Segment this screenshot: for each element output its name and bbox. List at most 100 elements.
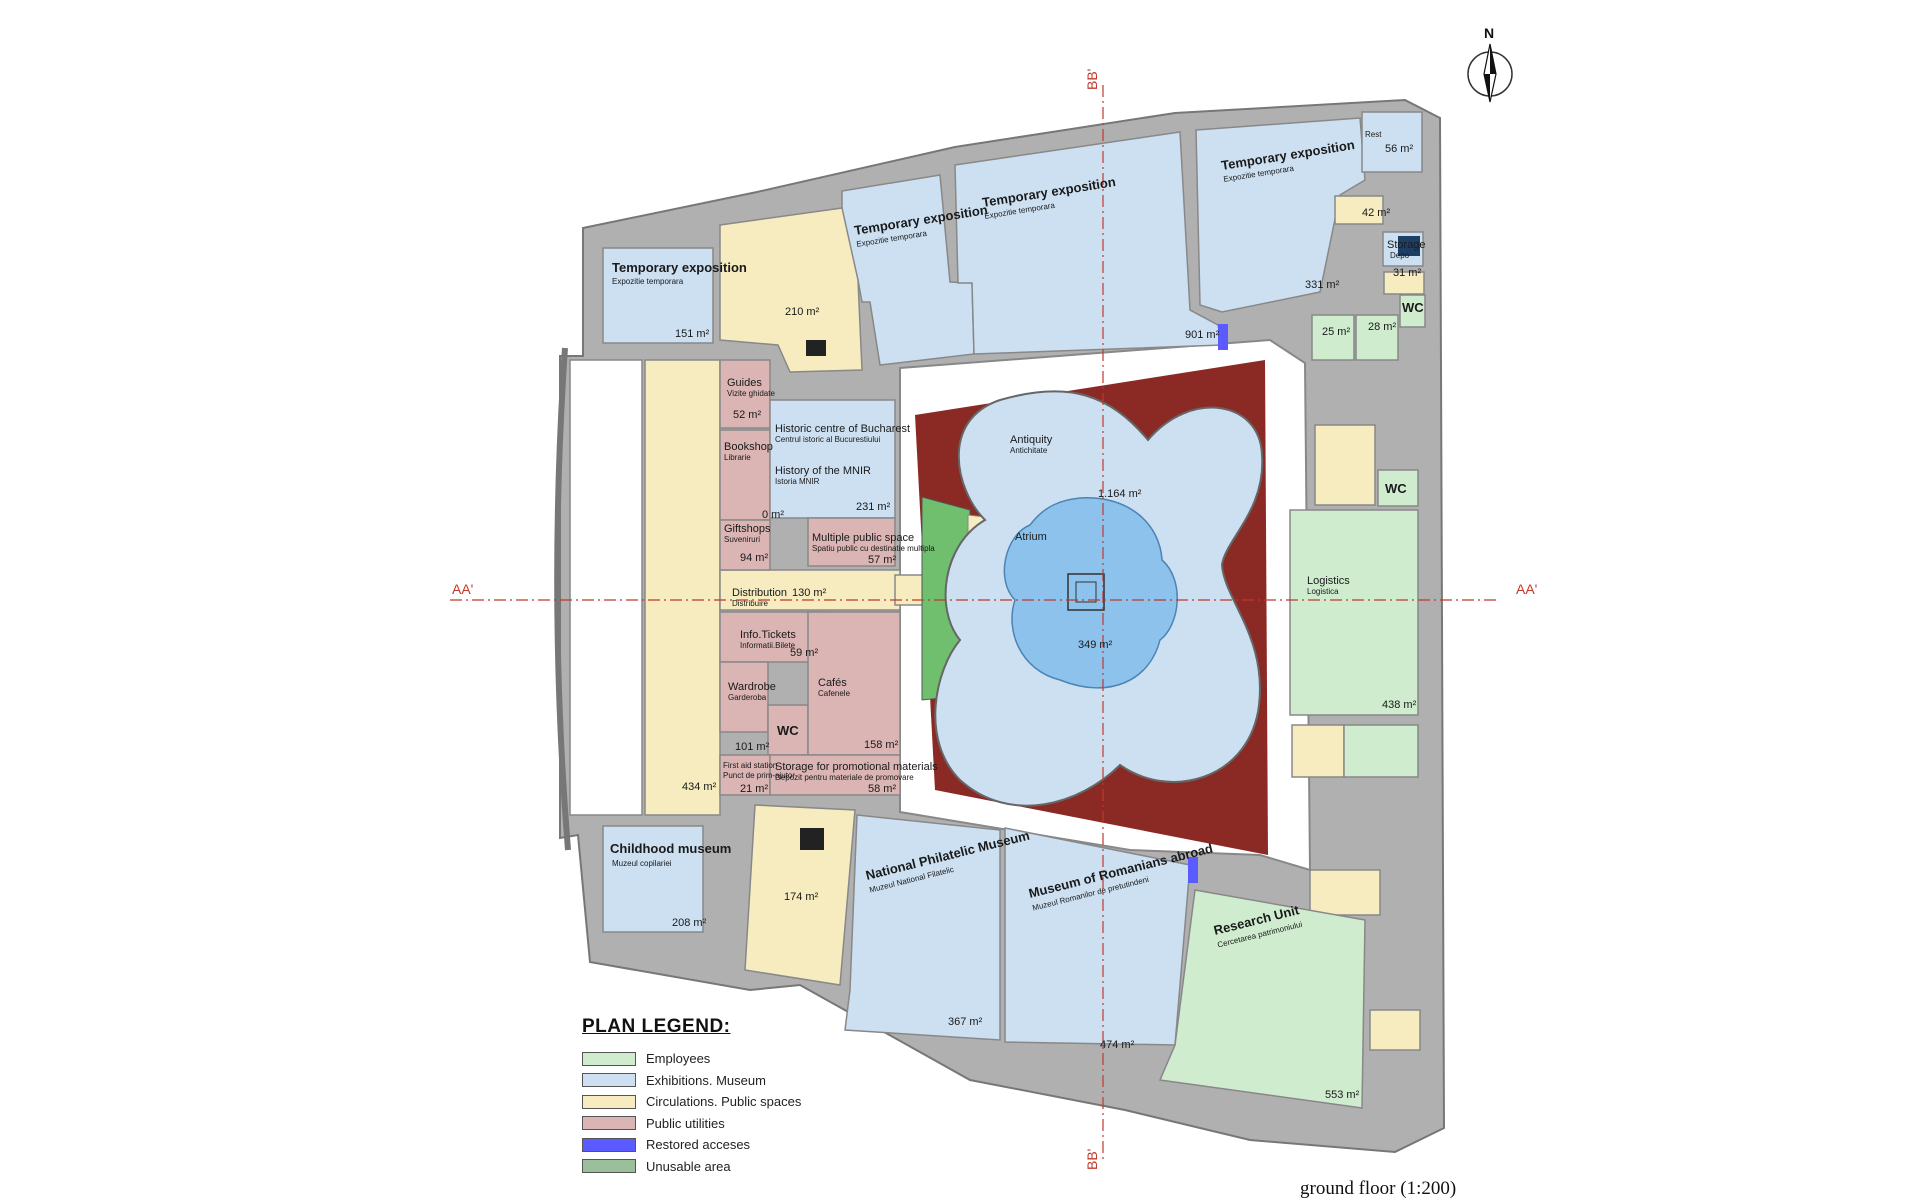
section-label-aa-left: AA' (452, 581, 473, 597)
label-wardrobe-area: 101 m² (735, 741, 770, 753)
label-rest-area: 56 m² (1385, 143, 1413, 155)
label-wc-ne: WC (1402, 300, 1424, 315)
label-area-331: 331 m² (1305, 279, 1340, 291)
label-history-mnir-sub: Istoria MNIR (775, 477, 820, 486)
room-multiple-public (807, 517, 896, 567)
legend-swatch-circulations (582, 1094, 636, 1109)
label-circ-s-area: 174 m² (784, 891, 819, 903)
room-rest (1361, 111, 1423, 173)
room-wardrobe (719, 661, 769, 733)
room-cafes (807, 611, 901, 756)
label-distribution-sub: Distribuire (732, 599, 769, 608)
label-area-901: 901 m² (1185, 329, 1220, 341)
room-storage-promo (769, 754, 901, 796)
circ-ne-1 (1334, 195, 1384, 225)
storage-dark-box (1398, 236, 1420, 256)
label-historic-sub: Centrul istoric al Bucurestiului (775, 435, 881, 444)
plan-caption: ground floor (1:200) (1300, 1178, 1457, 1199)
distribution-corridor (719, 569, 901, 611)
north-label: N (1484, 25, 1494, 41)
label-cafes-sub: Cafenele (818, 689, 851, 698)
label-storage-title: Storage (1387, 239, 1426, 251)
label-bookshop-area: 0 m² (762, 509, 784, 521)
label-history-mnir-title: History of the MNIR (775, 465, 871, 477)
label-logistics-sub: Logistica (1307, 587, 1339, 596)
room-research-unit (1158, 889, 1366, 1109)
label-philatelic-area: 367 m² (948, 1016, 983, 1028)
legend-label: Exhibitions. Museum (646, 1072, 766, 1088)
label-first-aid-area: 21 m² (740, 783, 768, 795)
legend-swatch-restored (582, 1137, 636, 1152)
legend-label: Employees (646, 1051, 711, 1067)
room-wc-east (1377, 469, 1419, 507)
label-info-area: 59 m² (790, 647, 818, 659)
legend-label: Restored acceses (646, 1137, 751, 1153)
label-first-aid-sub: Punct de prim-ajutor (723, 771, 795, 780)
label-romanians-area: 474 m² (1100, 1039, 1135, 1051)
legend-title: PLAN LEGEND: (582, 1016, 731, 1037)
room-guides (719, 359, 771, 429)
circulation-north (719, 207, 863, 373)
label-multiple-sub: Spatiu public cu destinatie multipla (812, 544, 935, 553)
label-atrium-area: 349 m² (1078, 639, 1113, 651)
label-guides-sub: Vizite ghidate (727, 389, 775, 398)
restored-access-s (1188, 857, 1198, 883)
legend-label: Public utilities (646, 1115, 725, 1131)
circ-east-3 (1309, 869, 1381, 916)
label-childhood-area: 208 m² (672, 917, 707, 929)
label-logistics-area: 438 m² (1382, 699, 1417, 711)
label-historic-title: Historic centre of Bucharest (775, 423, 910, 435)
atrium-centre-square-inner (1075, 581, 1097, 603)
room-bookshop (719, 429, 771, 521)
label-temp1-area: 151 m² (675, 328, 710, 340)
legend-swatch-exhibitions (582, 1073, 636, 1088)
atrium-centre-square (1067, 573, 1105, 611)
label-distribution-area: 130 m² (792, 587, 827, 599)
room-temp-exposition-4 (1195, 117, 1366, 313)
label-storage-promo-title: Storage for promotional materials (775, 761, 938, 773)
label-temp1-title: Temporary exposition (612, 260, 747, 275)
legend-row: Restored acceses (582, 1134, 902, 1156)
label-childhood-sub: Muzeul copilariei (612, 859, 672, 868)
label-storage-promo-area: 58 m² (868, 783, 896, 795)
label-giftshops-sub: Suveniruri (724, 535, 760, 544)
room-temp-exposition-3 (954, 131, 1223, 355)
legend-swatch-employees (582, 1051, 636, 1066)
label-hall-434: 434 m² (682, 781, 717, 793)
room-temp-exposition-1 (602, 247, 714, 344)
room-giftshops (719, 519, 771, 571)
label-storage-area: 31 m² (1393, 267, 1421, 279)
north-arrow-icon: N (1467, 25, 1513, 103)
label-guides-area: 52 m² (733, 409, 761, 421)
colonnade-hall (569, 359, 643, 816)
circulation-south (744, 804, 856, 986)
room-employees-e (1343, 724, 1419, 778)
legend-row: Circulations. Public spaces (582, 1091, 902, 1113)
label-cafes-title: Cafés (818, 677, 847, 689)
label-antiquity-sub: Antichitate (1010, 446, 1048, 455)
north-arrow: N (1460, 22, 1520, 112)
label-childhood-title: Childhood museum (610, 841, 731, 856)
label-cafes-area: 158 m² (864, 739, 899, 751)
label-rest-title: Rest (1365, 130, 1382, 139)
circ-east-1 (1314, 424, 1376, 506)
label-wardrobe-sub: Garderoba (728, 693, 767, 702)
label-guides-title: Guides (727, 377, 762, 389)
label-storage-sub: Depo (1390, 251, 1410, 260)
room-wc-ne (1399, 294, 1426, 328)
legend-row: Public utilities (582, 1113, 902, 1135)
label-area-42: 42 m² (1362, 207, 1390, 219)
room-employees-ne-1 (1311, 314, 1355, 361)
label-bookshop-title: Bookshop (724, 441, 773, 453)
main-hall-434 (644, 359, 721, 816)
circ-east-2 (1291, 724, 1345, 778)
legend-label: Unusable area (646, 1158, 731, 1174)
label-history-mnir-area: 231 m² (856, 501, 891, 513)
legend-swatch-unusable (582, 1159, 636, 1174)
label-storage-promo-sub: Depozit pentru materiale de promovare (775, 773, 914, 782)
section-label-bb-top: BB' (1084, 69, 1100, 90)
room-employees-ne-2 (1355, 314, 1399, 361)
label-wc-ne-a1: 25 m² (1322, 326, 1350, 338)
label-distribution-title: Distribution (732, 587, 787, 599)
